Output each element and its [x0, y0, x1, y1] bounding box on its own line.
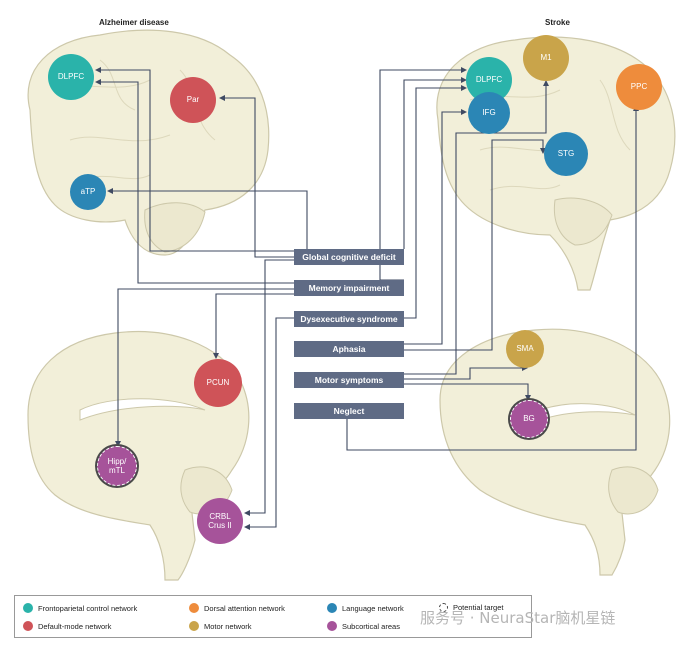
symptom-dysexecutive-syndrome: Dysexecutive syndrome — [294, 311, 404, 327]
line-neglect-st-ppc — [346, 105, 639, 451]
potential-target-icon — [439, 603, 448, 612]
watermark: 服务号 · NeuraStar脑机星链 — [420, 609, 616, 627]
legend-item: Frontoparietal control network — [23, 603, 137, 613]
legend-dot-icon — [23, 603, 33, 613]
symptom-global-cognitive-deficit: Global cognitive deficit — [294, 249, 404, 265]
legend-item: Motor network — [189, 621, 252, 631]
line-memory-ad-pcun — [213, 293, 294, 359]
region-ad-atp: aTP — [70, 174, 106, 210]
legend-label: Default-mode network — [38, 621, 112, 631]
legend-label: Dorsal attention network — [204, 603, 285, 613]
line-dys-st-dlpfc — [404, 85, 467, 319]
legend-item: Potential target — [439, 603, 503, 612]
connector-lines — [95, 67, 639, 530]
line-dys-ad-crbl — [244, 317, 294, 530]
legend-item: Subcortical areas — [327, 621, 400, 631]
legend-dot-icon — [327, 621, 337, 631]
symptom-memory-impairment: Memory impairment — [294, 280, 404, 296]
legend-dot-icon — [327, 603, 337, 613]
region-ad-hipp: Hipp/ mTL — [97, 446, 137, 486]
title-alzheimer: Alzheimer disease — [99, 18, 169, 27]
legend: Frontoparietal control network Dorsal at… — [14, 595, 532, 638]
brain-stroke-medial — [439, 328, 671, 576]
legend-dot-icon — [189, 603, 199, 613]
legend-label: Potential target — [453, 603, 504, 612]
line-memory-ad-dlpfc — [95, 79, 294, 284]
region-st-ifg: IFG — [468, 92, 510, 134]
legend-label: Subcortical areas — [342, 621, 400, 631]
legend-item: Dorsal attention network — [189, 603, 285, 613]
line-aphasia-st-ifg — [404, 109, 467, 345]
region-st-m1: M1 — [523, 35, 569, 81]
symptom-aphasia: Aphasia — [294, 341, 404, 357]
legend-label: Motor network — [204, 621, 252, 631]
region-ad-crbl: CRBL Crus II — [197, 498, 243, 544]
symptom-neglect: Neglect — [294, 403, 404, 419]
line-global-ad-par — [219, 95, 294, 258]
region-ad-par: Par — [170, 77, 216, 123]
region-ad-pcun: PCUN — [194, 359, 242, 407]
line-memory-ad-hipp — [115, 288, 294, 447]
line-motor-st-sma — [404, 365, 528, 380]
line-motor-st-m1 — [404, 80, 549, 375]
legend-dot-icon — [189, 621, 199, 631]
title-stroke: Stroke — [545, 18, 570, 27]
line-global-ad-dlpfc — [95, 67, 294, 252]
line-global-ad-atp — [107, 188, 308, 249]
legend-item: Default-mode network — [23, 621, 111, 631]
region-ad-dlpfc: DLPFC — [48, 54, 94, 100]
legend-label: Language network — [342, 603, 404, 613]
line-global-ad-crbl — [244, 259, 294, 516]
line-global-st-dlpfc — [403, 77, 467, 249]
region-st-bg: BG — [510, 400, 548, 438]
symptom-motor-symptoms: Motor symptoms — [294, 372, 404, 388]
legend-label: Frontoparietal control network — [38, 603, 138, 613]
legend-dot-icon — [23, 621, 33, 631]
region-st-ppc: PPC — [616, 64, 662, 110]
line-aphasia-st-stg — [404, 139, 546, 351]
region-st-sma: SMA — [506, 330, 544, 368]
line-motor-st-bg — [404, 383, 531, 401]
region-st-stg: STG — [544, 132, 588, 176]
legend-item: Language network — [327, 603, 404, 613]
